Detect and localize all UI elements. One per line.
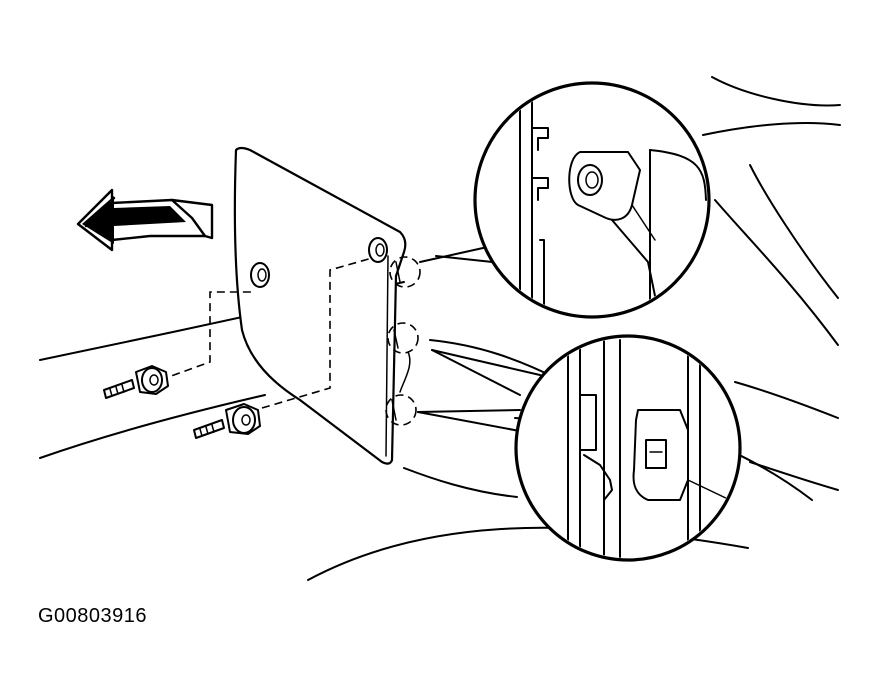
clip-marker	[390, 257, 420, 287]
detail-view-lower	[516, 336, 740, 560]
removal-direction-arrow	[78, 190, 212, 250]
clip-marker	[386, 395, 416, 425]
detail-view-upper	[475, 83, 709, 320]
figure-id-label: G00803916	[38, 605, 148, 627]
fastener-upper	[104, 366, 168, 398]
clip-marker	[388, 323, 418, 353]
fastener-alignment-lines	[160, 258, 372, 408]
mounting-hole	[369, 238, 387, 262]
screw	[194, 420, 224, 438]
mounting-hole	[251, 263, 269, 287]
callout-leaders	[418, 246, 540, 432]
fastener-lower	[194, 404, 260, 438]
clip-locations	[386, 257, 420, 425]
screw	[104, 380, 134, 398]
cover-panel	[235, 148, 405, 464]
